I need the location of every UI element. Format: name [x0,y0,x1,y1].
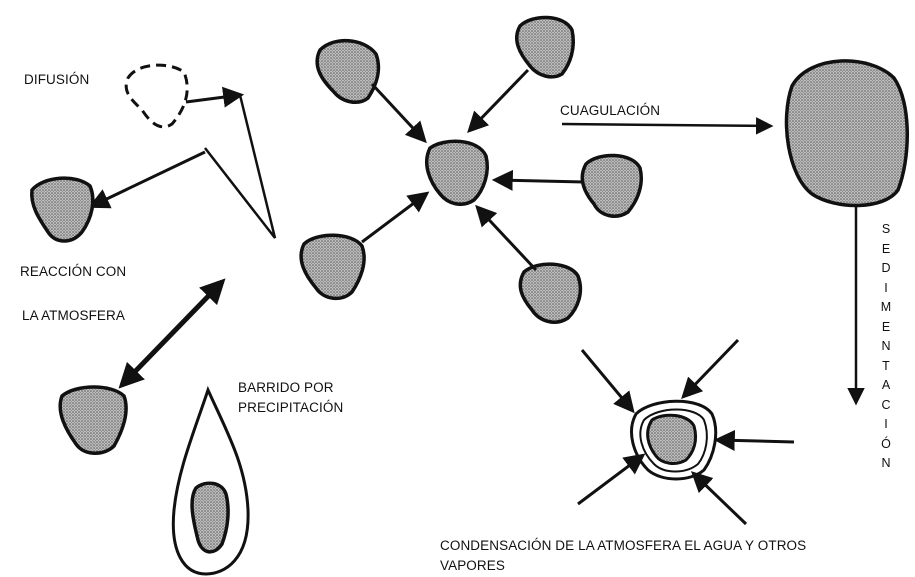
diffusion-arrow [186,95,240,102]
cond-arrow-top-right [684,340,738,396]
arrow-from-left [362,194,426,242]
top-left-particle [317,41,378,103]
reaction-particle [32,178,93,241]
sedimentacion-letter: T [876,357,896,377]
top-right-particle [517,17,574,76]
sedimentacion-letter: I [876,279,896,299]
cond-arrow-bottom-right [694,474,746,524]
condensation-core-particle [648,415,696,463]
sedimentacion-letter: Ó [876,435,896,455]
sedimentacion-letter: C [876,396,896,416]
large-coagulated-particle [786,61,907,206]
label-barrido-line1: BARRIDO POR [238,378,334,398]
sedimentacion-letter: A [876,376,896,396]
arrow-from-bottom [478,208,536,270]
left-particle [301,235,364,298]
cond-arrow-top-left [582,350,632,410]
sedimentacion-letter: N [876,454,896,474]
sedimentacion-letter: M [876,298,896,318]
lower-left-particle [60,387,126,453]
rain-drop-particle [192,483,228,552]
label-barrido-line2: PRECIPITACIÓN [238,400,343,415]
label-reaccion-line1: REACCIÓN CON [20,264,126,279]
sedimentacion-letter: N [876,337,896,357]
diffusion-ghost-particle [126,65,187,127]
coagulation-arrow [562,124,770,126]
sedimentacion-letter: E [876,318,896,338]
label-reaccion-line2: LA ATMOSFERA [22,308,125,323]
label-difusion: DIFUSIÓN [24,72,89,87]
label-cuagulacion: CUAGULACIÓN [560,103,660,118]
right-particle [582,155,641,216]
arrow-from-top-right [470,70,528,130]
label-condensacion-line1: CONDENSACIÓN DE LA ATMOSFERA EL AGUA Y O… [440,538,806,553]
atmosphere-double-arrow [122,282,222,385]
sedimentacion-letter: D [876,259,896,279]
center-particle [427,141,488,204]
sedimentacion-letter: E [876,240,896,260]
label-condensacion-line2: VAPORES [440,558,505,573]
reaction-arrow [92,152,205,206]
diffusion-zigzag-path [205,95,275,238]
cond-arrow-bottom-left [578,456,642,504]
sedimentacion-letter: S [876,220,896,240]
arrow-from-right [496,180,584,182]
arrow-from-top-left [372,84,424,140]
sedimentacion-letter: I [876,415,896,435]
bottom-particle [520,264,580,322]
cond-arrow-right [718,440,794,442]
